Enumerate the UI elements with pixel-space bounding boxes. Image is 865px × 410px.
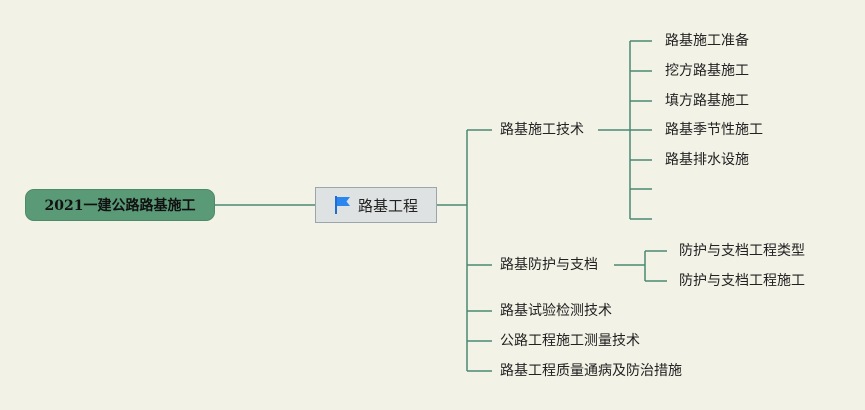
- branch-subgrade-construction-technology[interactable]: 路基施工技术: [500, 122, 584, 138]
- main-topic-node[interactable]: 路基工程: [315, 187, 437, 223]
- root-label: 2021一建公路路基施工: [44, 198, 196, 214]
- leaf-drainage-facilities[interactable]: 路基排水设施: [665, 152, 749, 168]
- flag-icon: [334, 196, 350, 214]
- leaf-protection-types[interactable]: 防护与支档工程类型: [679, 243, 805, 259]
- branch-quality-defects-prevention[interactable]: 路基工程质量通病及防治措施: [500, 363, 682, 379]
- branch-subgrade-protection-retaining[interactable]: 路基防护与支档: [500, 257, 598, 273]
- leaf-construction-preparation[interactable]: 路基施工准备: [665, 33, 749, 49]
- branch-subgrade-testing-technology[interactable]: 路基试验检测技术: [500, 303, 612, 319]
- branch-highway-survey-technology[interactable]: 公路工程施工测量技术: [500, 333, 640, 349]
- root-node[interactable]: 2021一建公路路基施工: [25, 189, 215, 221]
- leaf-protection-construction[interactable]: 防护与支档工程施工: [679, 273, 805, 289]
- leaf-seasonal-construction[interactable]: 路基季节性施工: [665, 122, 763, 138]
- main-topic-label: 路基工程: [357, 196, 418, 215]
- leaf-fill-subgrade[interactable]: 填方路基施工: [665, 93, 749, 109]
- leaf-excavation-subgrade[interactable]: 挖方路基施工: [665, 63, 749, 79]
